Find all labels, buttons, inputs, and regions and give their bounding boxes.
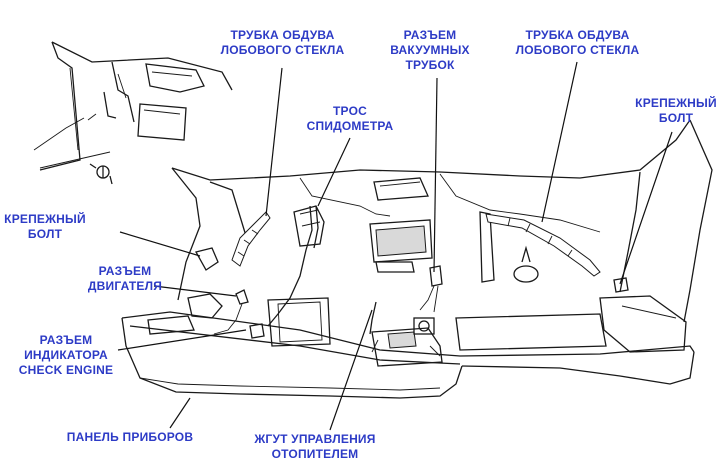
label-windshield-tube-right: ТРУБКА ОБДУВА ЛОБОВОГО СТЕКЛА <box>515 28 640 57</box>
leader-lines <box>102 61 673 431</box>
label-engine-connector: РАЗЪЕМ ДВИГАТЕЛЯ <box>87 264 163 293</box>
label-mount-bolt-left: КРЕПЕЖНЫЙ БОЛТ <box>4 212 86 241</box>
label-heater-control-harness: ЖГУТ УПРАВЛЕНИЯ ОТОПИТЕЛЕМ <box>254 432 376 461</box>
label-speedometer-cable: ТРОС СПИДОМЕТРА <box>306 104 394 133</box>
right-components <box>455 277 687 353</box>
label-vacuum-connector: РАЗЪЕМ ВАКУУМНЫХ ТРУБОК <box>390 28 470 72</box>
left-components <box>147 247 331 347</box>
body-outline <box>171 119 713 323</box>
label-windshield-tube-left: ТРУБКА ОБДУВА ЛОБОВОГО СТЕКЛА <box>220 28 345 57</box>
center-components <box>293 177 539 283</box>
label-instrument-panel: ПАНЕЛЬ ПРИБОРОВ <box>66 430 194 444</box>
vacuum-connector-drawing <box>419 265 443 313</box>
label-check-engine-connector: РАЗЪЕМ ИНДИКАТОРА CHECK ENGINE <box>18 333 114 377</box>
instrument-panel-body <box>121 311 695 399</box>
heater-control-unit <box>369 301 443 367</box>
speedometer-cable-drawing <box>267 205 319 327</box>
defrost-tubes <box>231 211 601 277</box>
label-mount-bolt-right: КРЕПЕЖНЫЙ БОЛТ <box>635 96 717 125</box>
inset-detail <box>33 41 233 185</box>
